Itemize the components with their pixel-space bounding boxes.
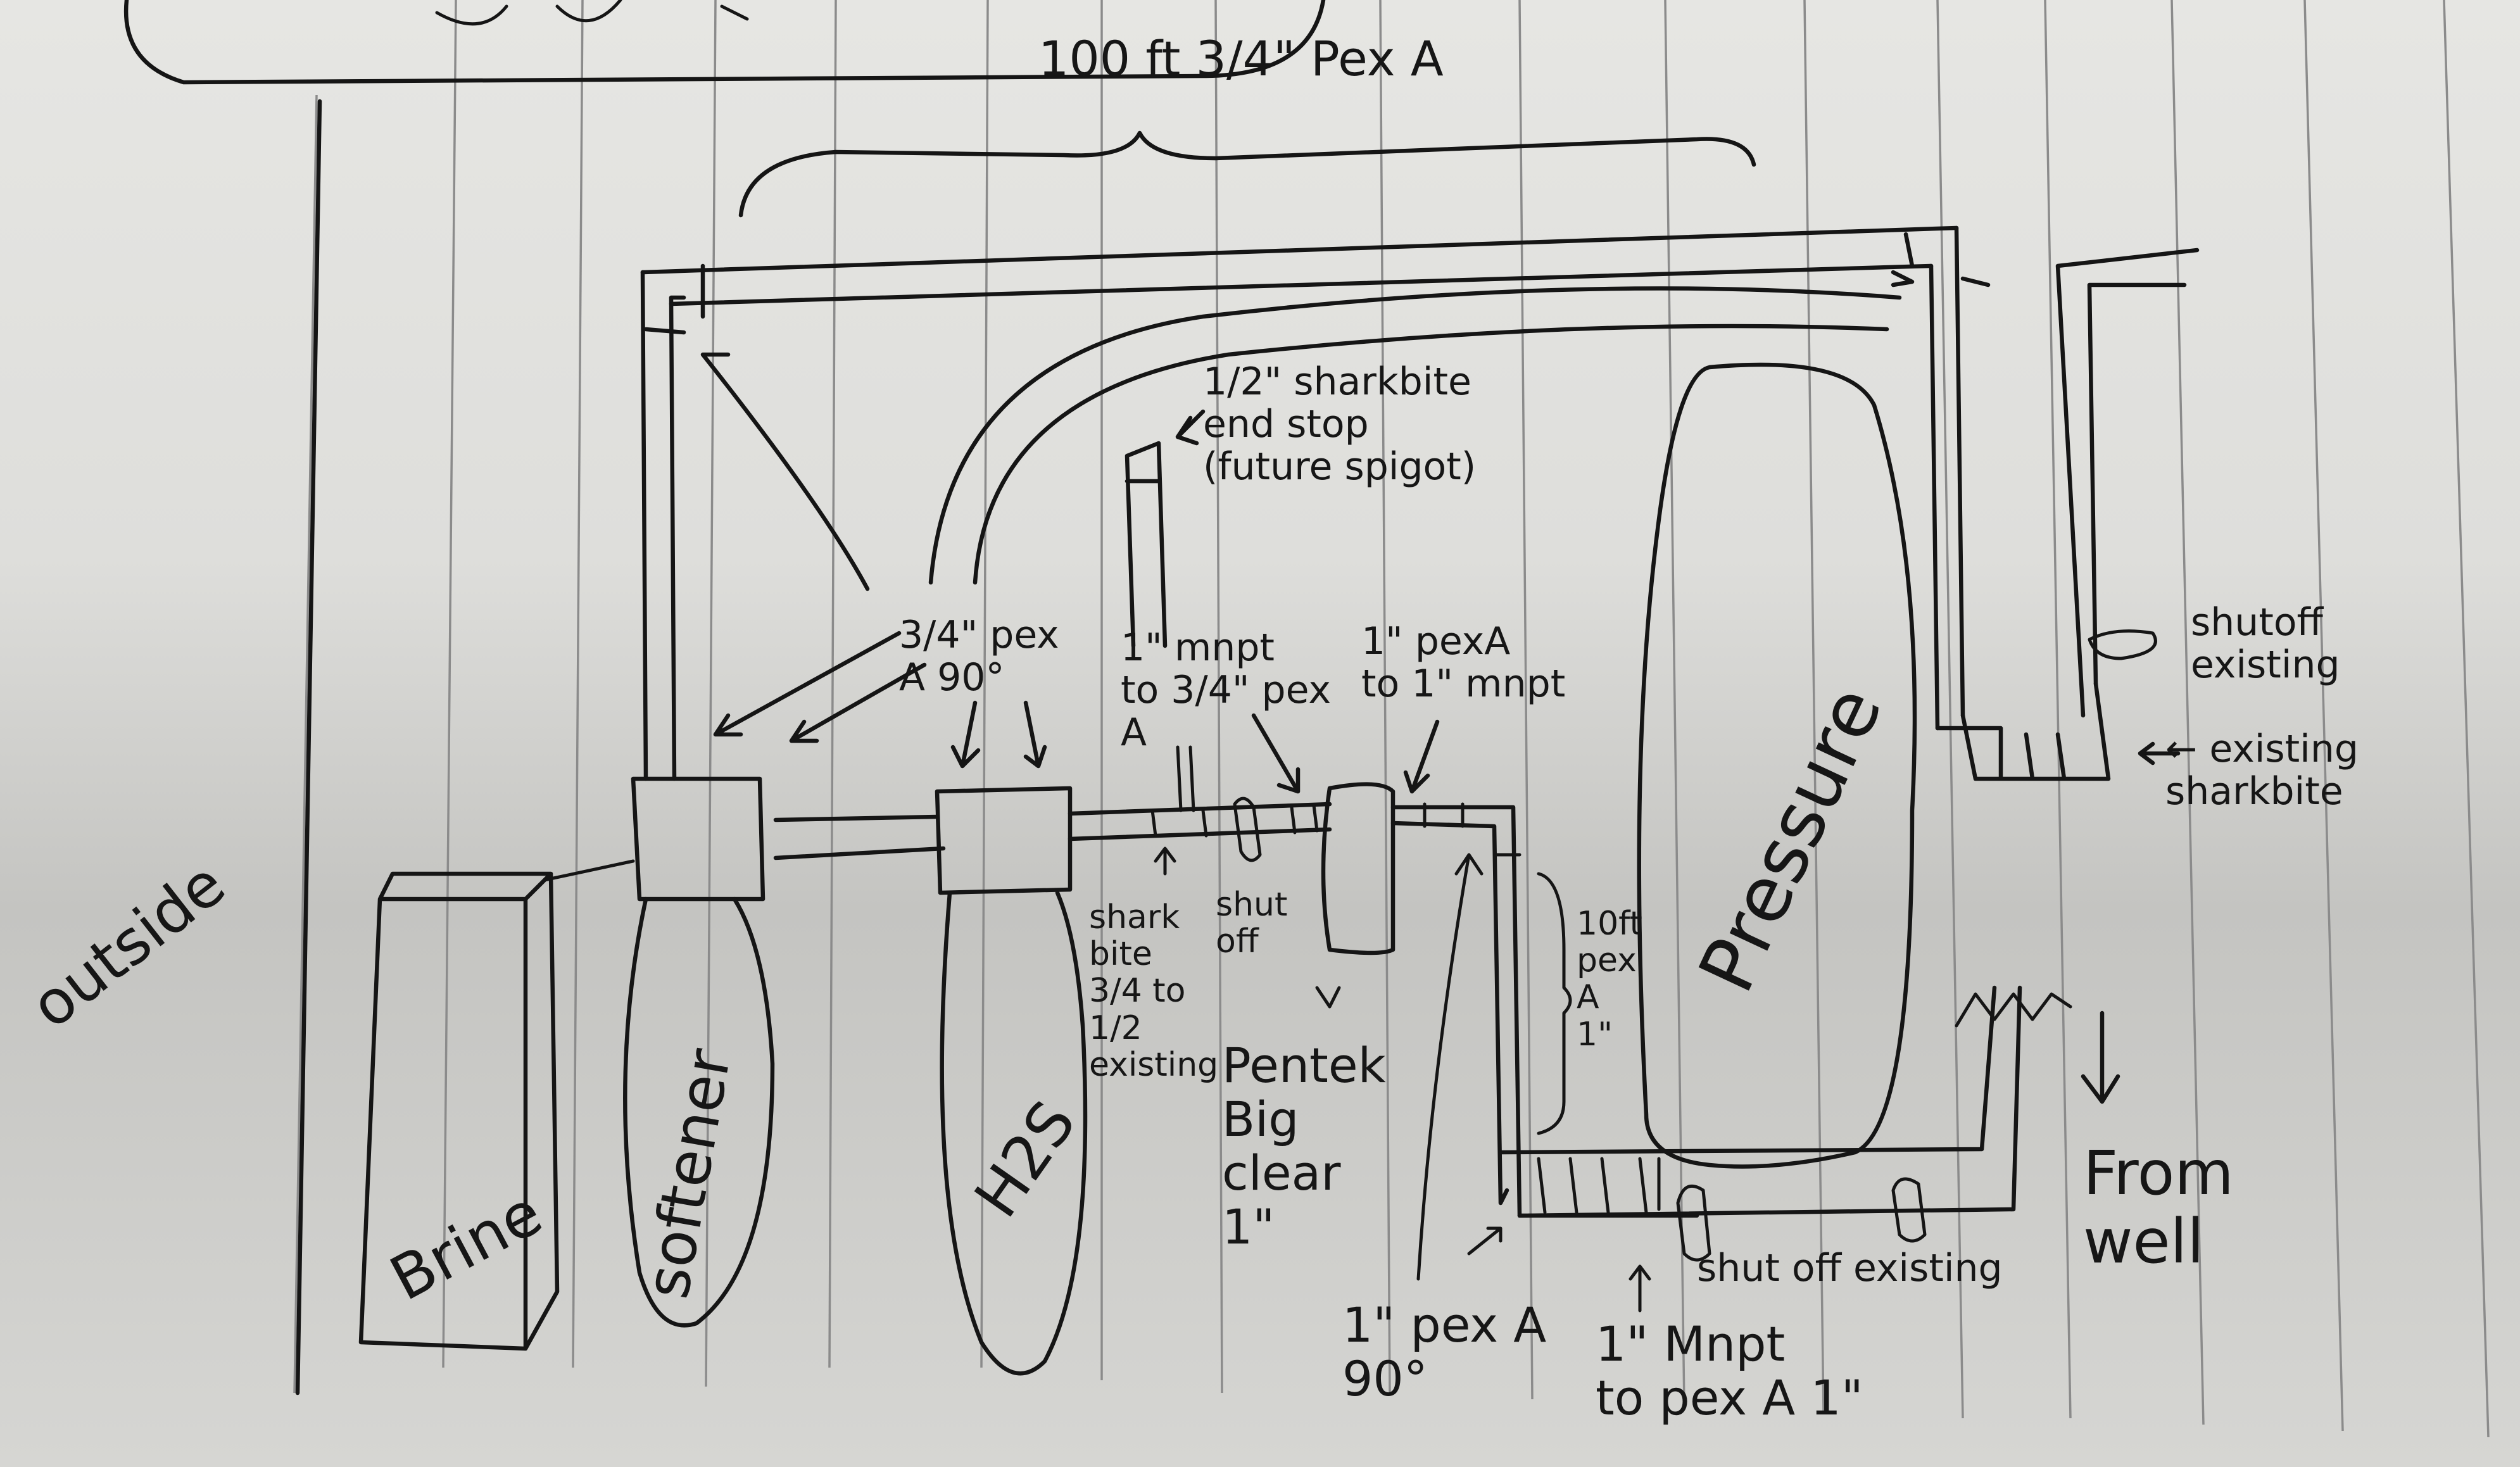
arrow-to-pentek	[1315, 986, 1341, 1009]
pex-arc-inner	[973, 324, 1889, 585]
from-well-jag	[1955, 992, 2072, 1028]
arrow-to-softener-right	[789, 662, 927, 743]
paper-rule-lines	[293, 0, 2490, 1438]
arrow-mnpt	[1251, 713, 1301, 794]
softener-h2s-pipe	[773, 814, 946, 860]
label-from-well: From well	[2083, 1138, 2234, 1277]
arrow-pex-90-fitting	[1467, 1226, 1503, 1256]
label-pentek-big-clear: Pentek Big clear 1"	[1222, 1037, 1386, 1256]
arrow-to-sharkbite	[1154, 847, 1176, 876]
filter-out-pipe	[1390, 805, 1699, 1218]
bottom-run-pipe	[1498, 985, 2022, 1218]
filter-out-fittings	[1423, 802, 1521, 857]
label-pex-10ft: 10ft pex A 1"	[1577, 905, 1642, 1054]
pex-length-brace	[738, 130, 1756, 218]
pex-10ft-brace	[1537, 872, 1572, 1135]
softener-tank	[623, 897, 775, 1328]
label-existing-sharkbite: ← existing sharkbite	[2165, 727, 2359, 814]
arrow-to-softener-left	[713, 631, 902, 737]
arrow-to-h2s-left	[950, 700, 981, 769]
top-scribble	[123, 0, 1326, 85]
label-pex-90-top: 3/4" pex A 90°	[899, 613, 1059, 700]
label-mnpt-to-pex-1: 1" Mnpt to pex A 1"	[1596, 1316, 1863, 1426]
pointer-line-top	[700, 352, 870, 591]
label-shut-off: shut off	[1216, 886, 1288, 961]
label-sharkbite-end-stop: 1/2" sharkbite end stop (future spigot)	[1203, 360, 1477, 489]
label-top-pex: 100 ft 3/4" Pex A	[1038, 30, 1444, 87]
bottom-fittings	[1537, 1157, 1661, 1214]
arrow-from-well	[2081, 1011, 2120, 1104]
arrow-existing-sharkbite	[2138, 741, 2181, 765]
softener-head	[631, 776, 765, 902]
inline-shutoff	[1233, 796, 1262, 862]
h2s-head	[935, 786, 1073, 895]
arrow-mnpt-bottom	[1629, 1264, 1651, 1313]
label-shut-off-existing-bottom: shut off existing	[1697, 1246, 2003, 1290]
right-riser-pipe	[2055, 248, 2200, 718]
label-pex-90-bottom: 1" pex A 90°	[1342, 1297, 1547, 1407]
pressure-tank	[1637, 362, 1917, 1169]
label-mnpt-to-pex-34: 1" mnpt to 3/4" pex A	[1121, 626, 1331, 755]
right-drop-pipe	[1929, 225, 1965, 731]
existing-sharkbite-box	[1935, 681, 2111, 781]
top-scribble-marks	[435, 0, 749, 26]
brine-line	[543, 859, 635, 882]
arrow-pex-to-mnpt	[1403, 719, 1440, 794]
top-run-connector	[643, 263, 705, 335]
top-run-pipe	[640, 225, 1959, 306]
pipe-fittings	[1290, 803, 1319, 834]
bottom-shutoff-right	[1891, 1177, 1927, 1243]
label-shutoff-existing-top: shutoff existing	[2191, 600, 2340, 688]
shutoff-valve-top	[2088, 629, 2157, 660]
pentek-filter	[1321, 782, 1395, 955]
outside-boundary-line	[295, 99, 322, 1395]
sharkbite-fitting	[1150, 745, 1208, 838]
pex-arc-outer	[928, 286, 1902, 585]
right-drop-fitting	[1903, 232, 1991, 287]
arrow-pex-90-bottom	[1416, 853, 1484, 1281]
left-riser-pipe	[640, 270, 686, 781]
spigot-stub	[1125, 441, 1168, 648]
bottom-shutoff-left	[1676, 1184, 1711, 1262]
brine-tank	[358, 871, 560, 1351]
h2s-tank	[940, 890, 1088, 1376]
spigot-arrow	[1175, 409, 1206, 446]
flow-arrow-top	[1891, 270, 1915, 287]
arrow-to-h2s-right	[1023, 700, 1047, 769]
h2s-filter-pipe	[1068, 802, 1332, 841]
label-pex-to-mnpt-1: 1" pexA to 1" mnpt	[1361, 619, 1566, 707]
label-sharkbite-34-to-12: shark bite 3/4 to 1/2 existing	[1089, 898, 1219, 1084]
